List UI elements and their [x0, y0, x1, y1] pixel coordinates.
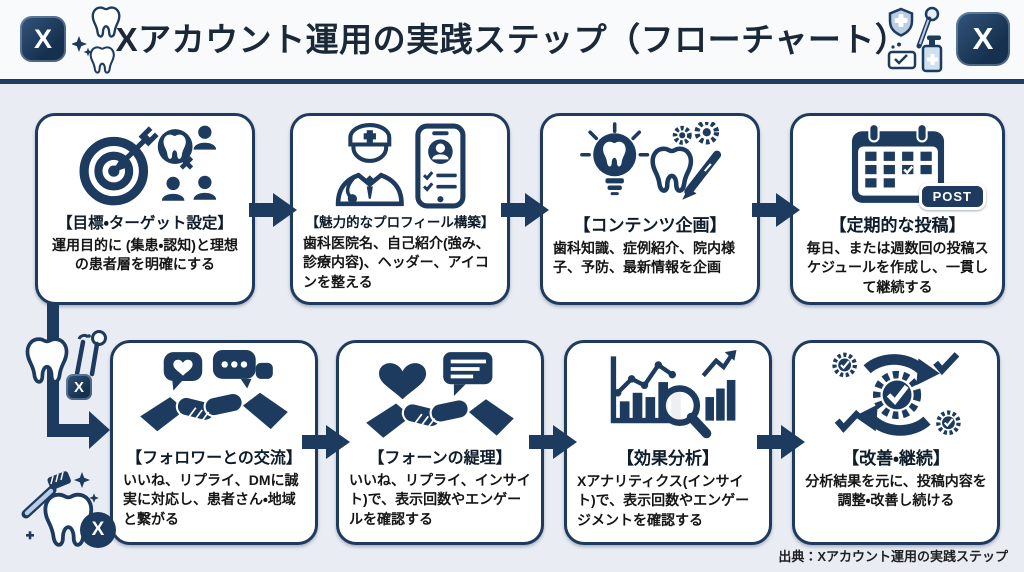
x-logo-glyph: X — [33, 23, 52, 54]
dental-hygiene-icon — [886, 6, 948, 79]
flow-arrow-icon — [501, 187, 549, 233]
connector-arrowhead-icon — [89, 411, 110, 449]
step-body: いいね、リプライ、インサイト)で、表示回数やエンゲールを確認する — [349, 472, 531, 527]
flow-arrow-icon — [302, 419, 350, 465]
step-title: 【フォーンの緹理】 — [368, 450, 512, 467]
flow-arrow-icon — [752, 187, 800, 233]
step-title: 【定期的な投稿】 — [829, 216, 966, 235]
page-title: Xアカウント運用の実践ステップ（フローチャート） — [115, 21, 909, 58]
dentist-profile-phone-icon — [303, 122, 497, 210]
step-title: 【効果分析】 — [617, 449, 719, 468]
step-body: いいね、リプライ、DMに誠実に対応し、患者さん・地域と繋がる — [123, 472, 299, 527]
analytics-magnifier-icon — [577, 349, 759, 443]
post-badge: POST — [918, 183, 986, 210]
header-divider — [0, 79, 1024, 84]
heart-bubble-handshake-icon — [349, 349, 531, 443]
improve-cycle-gear-icon — [805, 349, 987, 443]
step-body: 分析結果を元に、投稿内容を調整・改善し続ける — [805, 473, 987, 509]
header: X Xアカウント運用の実践ステップ（フローチャート） — [0, 0, 1024, 79]
idea-bulb-tooth-pencil-icon — [553, 122, 747, 210]
x-badge-icon: X — [66, 374, 92, 400]
x-logo-glyph: X — [972, 21, 994, 56]
step-body: 運用目的に (集患・認知)と理想の患者層を明確にする — [52, 237, 238, 273]
dental-tools-icon — [68, 330, 108, 385]
handshake-bubbles-icon — [123, 349, 305, 443]
step-title: 【フォロワーとの交流】 — [126, 450, 302, 467]
step-body: 歯科知識、症例紹介、院内様子、予防、最新情報を企画 — [553, 240, 735, 276]
source-note: 出典：Xアカウント運用の実践ステップ — [778, 549, 1008, 564]
x-circle-icon: X — [80, 512, 116, 548]
step-box-profile: 【魅力的なプロフィール構築】 歯科医院名、自己紹介(強み、診療内容)、ヘッダー、… — [290, 113, 510, 305]
step-box-phone-management: 【フォーンの緹理】 いいね、リプライ、インサイト)で、表示回数やエンゲールを確認… — [336, 340, 544, 545]
step-box-regular-posting: POST 【定期的な投稿】 毎日、または週数回の投稿スケジュールを作成し、一貫し… — [790, 113, 1005, 305]
step-title: 【改善・継続】 — [842, 449, 950, 468]
step-box-content-plan: 【コンテンツ企画】 歯科知識、症例紹介、院内様子、予防、最新情報を企画 — [540, 113, 760, 305]
step-body: 歯科医院名、自己紹介(強み、診療内容)、ヘッダー、アイコンを整える — [303, 235, 490, 290]
x-logo-icon: X — [956, 12, 1010, 66]
flow-arrow-icon — [249, 187, 297, 233]
step-box-analytics: 【効果分析】 Xアナリティクス(インサイト)で、表示回数やエンゲージメントを確認… — [564, 340, 772, 545]
step-body: Xアナリティクス(インサイト)で、表示回数やエンゲージメントを確認する — [577, 473, 750, 528]
step-box-goal-target: 【目標・ターゲット設定】 運用目的に (集患・認知)と理想の患者層を明確にする — [35, 113, 255, 305]
step-title: 【コンテンツ企画】 — [573, 216, 727, 235]
connector-line-horizontal — [47, 424, 91, 437]
target-audience-icon — [48, 122, 242, 210]
calendar-post-icon: POST — [803, 122, 992, 210]
x-logo-icon: X — [20, 16, 66, 62]
x-logo-glyph: X — [73, 378, 84, 396]
step-title: 【魅力的なプロフィール構築】 — [305, 215, 495, 230]
x-logo-glyph: X — [91, 519, 105, 540]
step-body: 毎日、または週数回の投稿スケジュールを作成し、一貫して継続する — [806, 240, 989, 295]
toothbrush-tooth-icon — [18, 468, 118, 572]
flow-arrow-icon — [529, 419, 577, 465]
flow-arrow-icon — [757, 419, 805, 465]
step-box-follower-engagement: 【フォロワーとの交流】 いいね、リプライ、DMに誠実に対応し、患者さん・地域と繋… — [110, 340, 318, 545]
step-box-improve-continue: 【改善・継続】 分析結果を元に、投稿内容を調整・改善し続ける — [792, 340, 1000, 545]
step-title: 【目標・ターゲット設定】 — [57, 215, 233, 232]
teeth-sparkle-icon — [71, 4, 134, 81]
tooth-icon — [24, 334, 70, 393]
